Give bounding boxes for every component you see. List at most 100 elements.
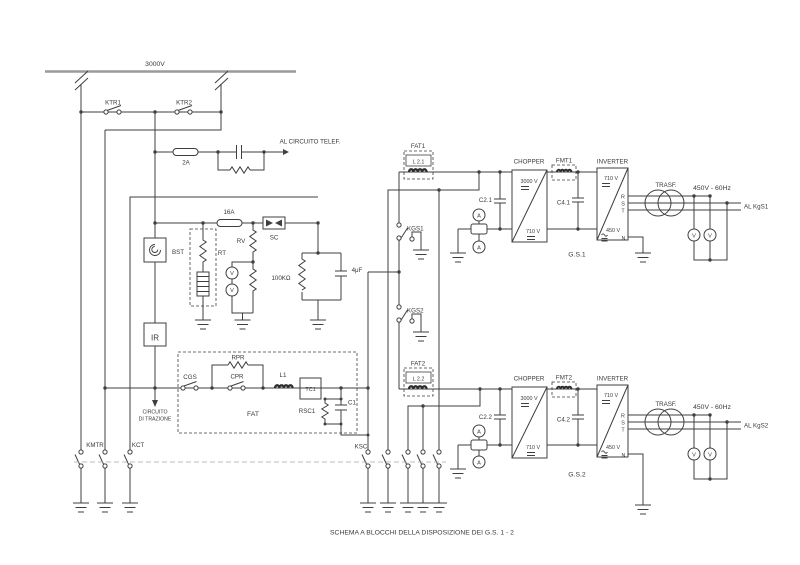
fuse-16a-label: 16A — [223, 209, 235, 216]
fmt1-dashed-box — [551, 164, 577, 181]
chopper1-dc-icon — [521, 186, 535, 240]
ir-box — [143, 322, 167, 347]
c41-label: C4.1 — [557, 200, 571, 207]
traction-destination-line1: CIRCUITO — [143, 410, 168, 416]
fmt1-inductor — [556, 168, 573, 173]
rt-resistor — [198, 223, 208, 272]
kct-label: KCT — [132, 442, 145, 449]
column-kmtr2 — [104, 84, 222, 450]
inverter1-ac-icon — [601, 233, 608, 242]
fat2-label-box — [405, 371, 432, 384]
kgs2-earth-hook — [411, 313, 422, 332]
neutral-label: N — [622, 236, 626, 242]
transformer2-coil-left — [644, 408, 672, 436]
rt-label: RT — [218, 250, 226, 257]
fmt2-label: FMT2 — [556, 375, 573, 382]
chopper2-dc-icon — [521, 403, 535, 456]
c21-capacitor — [494, 172, 506, 229]
rv-resistor-lower — [248, 262, 258, 313]
rt-element-hatch — [197, 276, 209, 292]
neutral-label: N — [622, 453, 626, 459]
rpr-label: RPR — [231, 355, 245, 362]
diagram-caption: SCHEMA A BLOCCHI DELLA DISPOSIZIONE DEI … — [330, 530, 514, 537]
unit2-earth-columns — [407, 389, 481, 450]
bst-box — [143, 237, 167, 263]
ammeter-letter: A — [477, 245, 481, 251]
fuse-2a-label: 2A — [182, 160, 190, 167]
c42-capacitor — [547, 389, 597, 446]
fmt2-dashed-box — [551, 381, 577, 398]
phase-t-label: T — [621, 208, 625, 214]
inverter2-ac-icon — [601, 450, 608, 459]
kgs2-label: KGS2 — [407, 308, 424, 315]
unit2-voltmeter-branch — [693, 415, 728, 480]
inverter1-diagonal — [596, 167, 629, 241]
l1-label: L1 — [280, 372, 287, 379]
traction-arrow-icon — [152, 400, 158, 407]
phase-s-label: S — [621, 201, 625, 207]
unit2-current-sensor — [470, 439, 488, 451]
rsc1-c1-branch — [325, 388, 368, 436]
bst-spiral-icon — [149, 244, 161, 256]
inverter1-dc-icon — [602, 183, 610, 187]
chopper1-input-label: 3000 V — [520, 179, 537, 185]
phase-s-label: S — [621, 420, 625, 426]
unit1-neutral-line — [628, 236, 644, 253]
transformer2-coil-right — [657, 408, 685, 436]
c21-label: C2.1 — [479, 197, 493, 204]
voltmeter-letter: V — [692, 452, 696, 458]
filter-capacitor-label: 4μF — [352, 267, 363, 274]
l1-inductor — [273, 384, 294, 389]
inverter1-input-label: 710 V — [604, 176, 618, 182]
cpr-label: CPR — [230, 374, 244, 381]
chopper1-label: CHOPPER — [514, 159, 545, 166]
voltmeter-letter: V — [230, 271, 234, 277]
sc-label: SC — [270, 235, 279, 242]
surge-arrester-sc — [262, 216, 286, 230]
unit1-destination: AL KgS1 — [744, 204, 769, 211]
fat2-inductor — [407, 385, 428, 390]
rsc1-label: RSC1 — [299, 408, 316, 415]
transformer2-label: TRASF. — [655, 401, 677, 408]
voltmeter-letter: V — [692, 233, 696, 239]
fat1-label-box — [405, 154, 432, 167]
chopper2-output-label: 710 V — [526, 445, 540, 451]
fat2-inductor-label: L 2.2 — [413, 377, 425, 383]
meters — [225, 208, 717, 469]
kmtr-label: KMTR — [86, 442, 104, 449]
tc1-label: TC1 — [305, 387, 315, 393]
phase-r-label: R — [621, 413, 625, 419]
chopper1-diagonal — [511, 169, 548, 243]
fat2-label: FAT2 — [411, 361, 426, 368]
sc-arrow-right-icon — [275, 219, 282, 227]
fat1-inductor-label: L 2.1 — [413, 160, 425, 166]
voltmeter-letter: V — [708, 452, 712, 458]
sc-arrow-left-icon — [266, 219, 273, 227]
filter-resistor-label: 100KΩ — [271, 275, 290, 282]
telephone-arrow — [283, 149, 289, 155]
telephone-parallel-loop — [217, 152, 265, 171]
unit1-voltmeter-branch — [693, 196, 728, 261]
chopper2-diagonal — [511, 386, 548, 459]
traction-destination-line2: DI TRAZIONE — [139, 417, 172, 423]
column-kct — [129, 196, 318, 450]
inverter2-diagonal — [596, 384, 629, 458]
chopper1-output-label: 710 V — [526, 229, 540, 235]
fat1-dashed-box — [403, 150, 434, 180]
c42-label: C4.2 — [557, 417, 571, 424]
phase-r-label: R — [621, 194, 625, 200]
ktr1-label: KTR1 — [105, 100, 121, 107]
fmt2-inductor — [556, 385, 573, 390]
fat1-label: FAT1 — [411, 143, 426, 150]
line-filter — [301, 223, 347, 320]
ktr2-label: KTR2 — [176, 100, 192, 107]
busbar-voltage-label: 3000V — [145, 61, 165, 68]
ir-label: IR — [151, 334, 159, 343]
ammeter-letter: A — [477, 429, 481, 435]
inverter2-dc-icon — [602, 400, 610, 404]
telephone-destination-label: AL CIRCUITO TELEF. — [280, 139, 341, 146]
fat1-inductor — [407, 168, 428, 173]
cgs-label: CGS — [183, 374, 196, 381]
c22-capacitor — [494, 389, 506, 445]
